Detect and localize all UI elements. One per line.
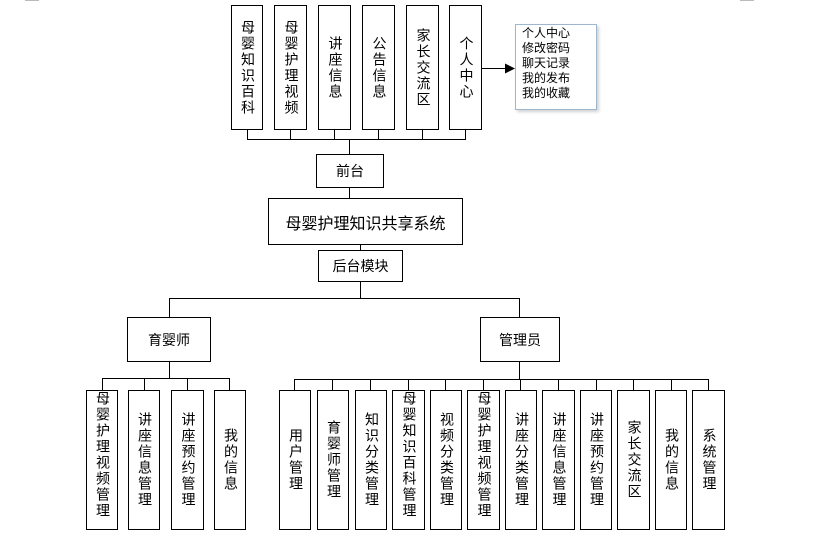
nanny-module-lecture-info-mgmt: 讲座信息管理 bbox=[128, 390, 160, 530]
backend-node: 后台模块 bbox=[318, 250, 403, 282]
admin-module-my-info: 我的信息 bbox=[655, 390, 687, 530]
front-module-personal-center: 个人中心 bbox=[449, 5, 482, 130]
nanny-module-lecture-booking-mgmt: 讲座预约管理 bbox=[171, 390, 204, 530]
nanny-module-video-mgmt: 母婴护理视频管理 bbox=[86, 390, 118, 530]
corner-mark-left bbox=[25, 0, 39, 1]
role-admin-node: 管理员 bbox=[480, 317, 560, 362]
front-module-video: 母婴护理视频 bbox=[274, 5, 307, 130]
system-title-node: 母婴护理知识共享系统 bbox=[268, 198, 463, 245]
menu-item-my-favorites: 我的收藏 bbox=[522, 86, 571, 100]
front-module-announcements: 公告信息 bbox=[362, 5, 395, 130]
front-module-lectures: 讲座信息 bbox=[318, 5, 351, 130]
nanny-module-my-info: 我的信息 bbox=[214, 390, 246, 530]
corner-mark-right bbox=[740, 0, 754, 1]
admin-module-parent-forum: 家长交流区 bbox=[617, 390, 650, 530]
admin-module-video-category-mgmt: 视频分类管理 bbox=[430, 390, 462, 530]
menu-item-change-password: 修改密码 bbox=[522, 41, 571, 55]
menu-item-chat-history: 聊天记录 bbox=[522, 56, 571, 70]
frontend-node: 前台 bbox=[316, 154, 384, 188]
personal-center-menu: 个人中心 修改密码 聊天记录 我的发布 我的收藏 bbox=[515, 24, 597, 110]
front-module-parent-forum: 家长交流区 bbox=[406, 5, 439, 130]
menu-item-personal-center: 个人中心 bbox=[522, 26, 571, 40]
role-nanny-node: 育婴师 bbox=[127, 317, 211, 362]
admin-module-lecture-category-mgmt: 讲座分类管理 bbox=[505, 390, 537, 530]
admin-module-knowledge-category-mgmt: 知识分类管理 bbox=[355, 390, 387, 530]
menu-item-my-posts: 我的发布 bbox=[522, 71, 571, 85]
admin-module-video-mgmt: 母婴护理视频管理 bbox=[467, 390, 500, 530]
admin-module-system-mgmt: 系统管理 bbox=[692, 390, 725, 530]
front-module-knowledge: 母婴知识百科 bbox=[231, 5, 263, 130]
admin-module-user-mgmt: 用户管理 bbox=[279, 390, 311, 530]
admin-module-lecture-info-mgmt: 讲座信息管理 bbox=[542, 390, 575, 530]
admin-module-knowledge-mgmt: 母婴知识百科管理 bbox=[392, 390, 425, 530]
admin-module-lecture-booking-mgmt: 讲座预约管理 bbox=[580, 390, 612, 530]
admin-module-nanny-mgmt: 育婴师管理 bbox=[317, 390, 349, 530]
